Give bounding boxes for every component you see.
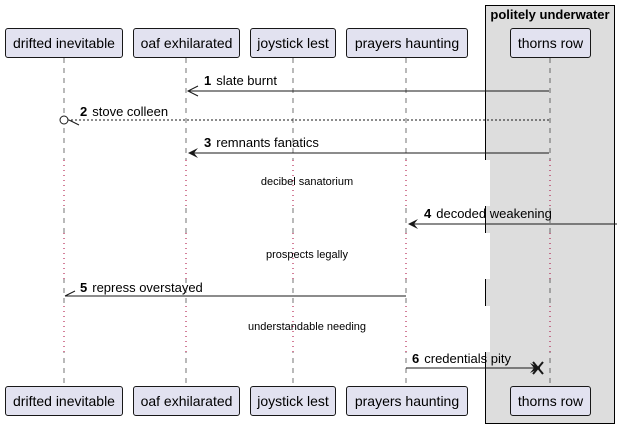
divider-label-3: understandable needing [248, 321, 366, 333]
participant-joystick-lest-bottom: joystick lest [250, 386, 336, 416]
participant-thorns-row-bottom: thorns row [510, 386, 591, 416]
participant-drifted-inevitable-bottom: drifted inevitable [5, 386, 123, 416]
message-6-arrow [406, 361, 544, 375]
participant-oaf-exhilarated-top: oaf exhilarated [133, 28, 240, 58]
participant-joystick-lest-top: joystick lest [250, 28, 336, 58]
participant-oaf-exhilarated-bottom: oaf exhilarated [133, 386, 240, 416]
participant-group-box: politely underwater [485, 5, 615, 424]
participant-drifted-inevitable-top: drifted inevitable [5, 28, 123, 58]
participant-thorns-row-top: thorns row [510, 28, 591, 58]
message-5-arrow [64, 290, 406, 297]
participant-prayers-haunting-bottom: prayers haunting [346, 386, 468, 416]
divider-gaps [50, 160, 610, 352]
message-3-arrow [188, 148, 549, 158]
group-title: politely underwater [490, 7, 610, 22]
message-1-arrow [186, 85, 549, 97]
message-2-arrow [59, 115, 549, 126]
divider-label-2: prospects legally [266, 249, 348, 261]
participant-prayers-haunting-top: prayers haunting [346, 28, 468, 58]
divider-label-1: decibel sanatorium [261, 176, 353, 188]
message-4-arrow [408, 219, 617, 229]
